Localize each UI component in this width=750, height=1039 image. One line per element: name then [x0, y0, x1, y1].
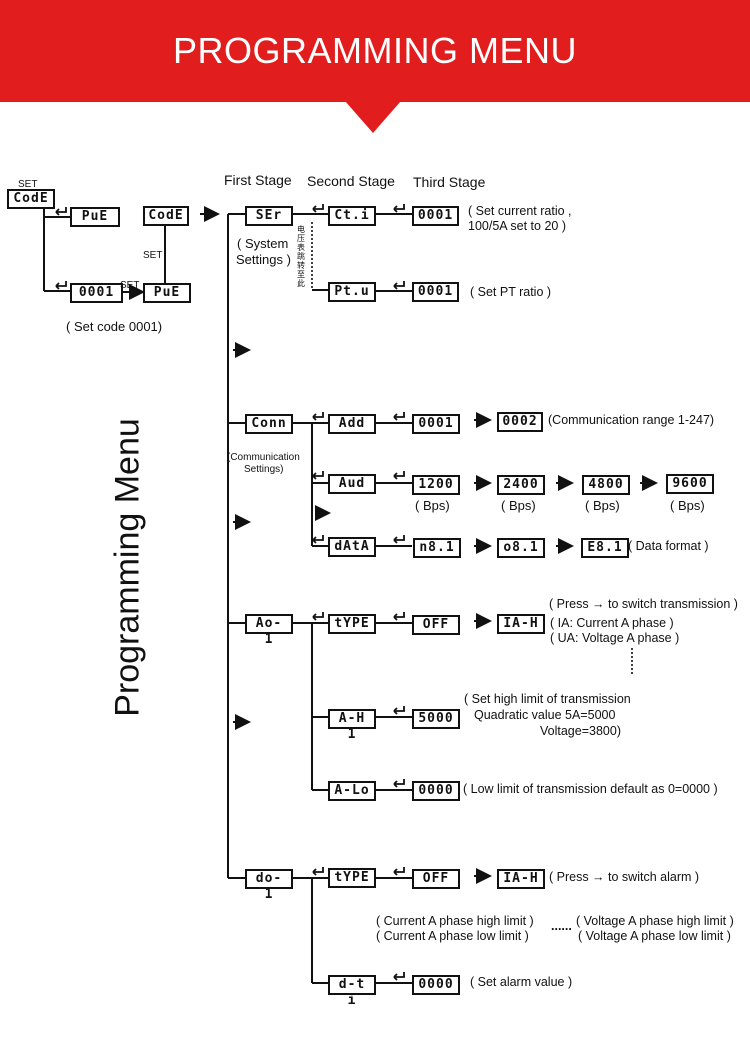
address-display: Add [328, 414, 376, 434]
ao-high-display: A-H 1 [328, 709, 376, 742]
do-off-display: OFF [412, 869, 460, 889]
ct-note-2: 100/5A set to 20 ) [468, 219, 566, 233]
page-title: PROGRAMMING MENU [173, 30, 577, 71]
ao-high-note-2: Quadratic value 5A=5000 [474, 708, 616, 722]
code-display: CodE [143, 206, 189, 226]
do-alarm-value-display: 0000 [412, 975, 460, 995]
data-n81-display: n8.1 [413, 538, 461, 558]
do-voltage-high-note: ( Voltage A phase high limit ) [576, 914, 734, 928]
data-e81-display: E8.1 [581, 538, 629, 558]
ao-ia-display: IA-H [497, 614, 545, 634]
put-display-2: PuE [143, 283, 191, 303]
do-press-note: ( Press → to switch alarm ) [549, 870, 700, 884]
pt-display: Pt.u [328, 282, 376, 302]
do-dots: ...... [551, 919, 572, 933]
put-display-1: PuE [70, 207, 120, 227]
set-label-2: SET [143, 250, 163, 261]
address-note: (Communication range 1-247) [548, 413, 715, 427]
baud-2400-display: 2400 [497, 475, 545, 495]
baud-display: Aud [328, 474, 376, 494]
system-note-2: Settings ) [236, 252, 291, 267]
code-value-display: 0001 [70, 283, 123, 303]
do-type-display: tYPE [328, 868, 376, 888]
do-ia-display: IA-H [497, 869, 545, 889]
bps-label-4: ( Bps) [670, 498, 705, 513]
ao-low-display: A-Lo [328, 781, 376, 801]
do-current-low-note: ( Current A phase low limit ) [376, 929, 529, 943]
pt-value-display: 0001 [412, 282, 459, 302]
ao-high-note-3: Voltage=3800) [540, 724, 621, 738]
set-code-note: ( Set code 0001) [66, 319, 163, 334]
do-display: do- 1 [245, 869, 293, 902]
system-note-1: ( System [237, 236, 289, 251]
ao-display: Ao- 1 [245, 614, 293, 647]
comm-note-2: Settings) [244, 464, 284, 475]
comm-display: Conn [245, 414, 293, 434]
pt-note: ( Set PT ratio ) [470, 285, 552, 299]
comm-note-1: (Communication [227, 452, 300, 463]
ao-ia-note: ( IA: Current A phase ) [550, 616, 674, 630]
set-label: SET [18, 179, 38, 190]
do-current-high-note: ( Current A phase high limit ) [376, 914, 534, 928]
do-alarm-note: ( Set alarm value ) [470, 975, 573, 989]
bps-label-2: ( Bps) [501, 498, 536, 513]
set-label-3: SET [120, 280, 140, 291]
ct-note-1: ( Set current ratio , [468, 204, 572, 218]
baud-1200-display: 1200 [412, 475, 460, 495]
banner-pointer [345, 101, 401, 133]
stage-third-label: Third Stage [413, 174, 486, 190]
do-alarm-display: d-t i [328, 975, 376, 1008]
ct-value-display: 0001 [412, 206, 459, 226]
do-voltage-low-note: ( Voltage A phase low limit ) [578, 929, 731, 943]
ao-type-display: tYPE [328, 614, 376, 634]
ao-low-value-display: 0000 [412, 781, 460, 801]
data-format-display: dAtA [328, 537, 376, 557]
data-o81-display: o8.1 [497, 538, 545, 558]
ao-low-note: ( Low limit of transmission default as 0… [463, 782, 718, 796]
baud-9600-display: 9600 [666, 474, 714, 494]
ao-high-value-display: 5000 [412, 709, 460, 729]
ao-ua-note: ( UA: Voltage A phase ) [550, 631, 680, 645]
baud-4800-display: 4800 [582, 475, 630, 495]
ao-high-note-1: ( Set high limit of transmission [464, 692, 631, 706]
ao-press-note: ( Press → to switch transmission ) [549, 597, 738, 611]
bps-label-3: ( Bps) [585, 498, 620, 513]
ao-off-display: OFF [412, 615, 460, 635]
voltmeter-jump-note: 电压表跳转至此 [297, 225, 305, 288]
address-value2-display: 0002 [497, 412, 543, 432]
system-display: SEr [245, 206, 293, 226]
address-value-display: 0001 [412, 414, 460, 434]
bps-label-1: ( Bps) [415, 498, 450, 513]
header-banner [0, 0, 750, 102]
stage-second-label: Second Stage [307, 173, 395, 189]
code-title-display: CodE [7, 189, 55, 209]
data-format-note: ( Data format ) [628, 539, 709, 553]
stage-first-label: First Stage [224, 172, 292, 188]
ct-display: Ct.i [328, 206, 376, 226]
